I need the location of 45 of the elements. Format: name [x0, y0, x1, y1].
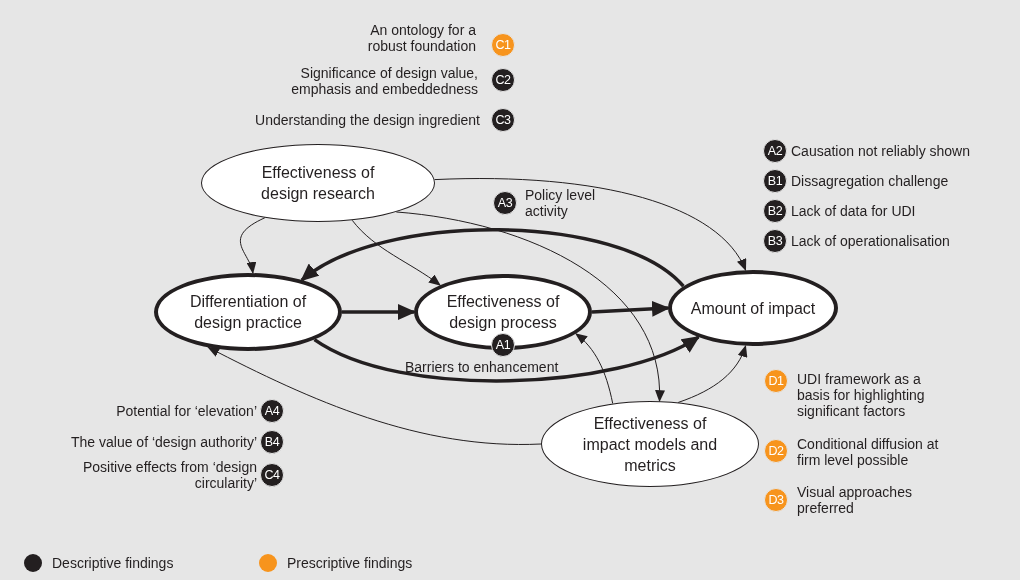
- finding-text: Causation not reliably shown: [791, 143, 971, 159]
- finding-text: An ontology for a robust foundation: [366, 22, 476, 54]
- finding-text: Significance of design value, emphasis and embeddedness: [290, 65, 478, 97]
- node-label: Amount of impact: [690, 298, 816, 319]
- finding-text: Lack of operationalisation: [791, 233, 951, 249]
- node-label: Effectiveness of design process: [445, 292, 561, 333]
- finding-code-badge: B3: [763, 229, 787, 253]
- arrow: [342, 304, 416, 320]
- finding-text: Lack of data for UDI: [791, 203, 917, 219]
- finding-text: Policy level activity: [525, 187, 597, 219]
- finding-code-badge: A1: [491, 333, 515, 357]
- finding-code-badge: B2: [763, 199, 787, 223]
- node-label: Differentiation of design practice: [188, 292, 308, 333]
- arrow: [395, 211, 664, 403]
- arrow: [591, 300, 670, 317]
- arrow: [239, 217, 266, 275]
- finding-text: UDI framework as a basis for highlighting significant factors: [797, 371, 926, 419]
- finding-text: Understanding the design ingredient: [254, 112, 480, 128]
- finding-code-badge: C3: [491, 108, 515, 132]
- arrow: [300, 228, 685, 288]
- legend-text: Prescriptive findings: [287, 555, 413, 571]
- finding-text: Barriers to enhancement: [405, 359, 560, 375]
- finding-code-badge: A3: [493, 191, 517, 215]
- finding-code-badge: D2: [764, 439, 788, 463]
- finding-code-badge: C2: [491, 68, 515, 92]
- node-label: Effectiveness of impact models and metrics: [581, 413, 719, 476]
- finding-code-badge: C4: [260, 463, 284, 487]
- finding-code-badge: D1: [764, 369, 788, 393]
- arrow: [313, 335, 701, 383]
- finding-code-badge: D3: [764, 488, 788, 512]
- legend-text: Descriptive findings: [52, 555, 174, 571]
- finding-code-badge: B1: [763, 169, 787, 193]
- finding-text: The value of ‘design authority’: [70, 434, 257, 450]
- node-label: Effectiveness of design research: [260, 163, 376, 204]
- finding-text: Visual approaches preferred: [797, 484, 913, 516]
- finding-text: Positive effects from ‘design circularity’: [81, 459, 257, 491]
- arrow: [434, 178, 747, 272]
- arrow: [575, 333, 614, 405]
- finding-code-badge: C1: [491, 33, 515, 57]
- finding-code-badge: B4: [260, 430, 284, 454]
- finding-code-badge: A2: [763, 139, 787, 163]
- finding-text: Potential for ‘elevation’: [115, 403, 257, 419]
- finding-code-badge: A4: [260, 399, 284, 423]
- finding-text: Conditional diffusion at firm level possible: [797, 436, 940, 468]
- finding-text: Dissagregation challenge: [791, 173, 950, 189]
